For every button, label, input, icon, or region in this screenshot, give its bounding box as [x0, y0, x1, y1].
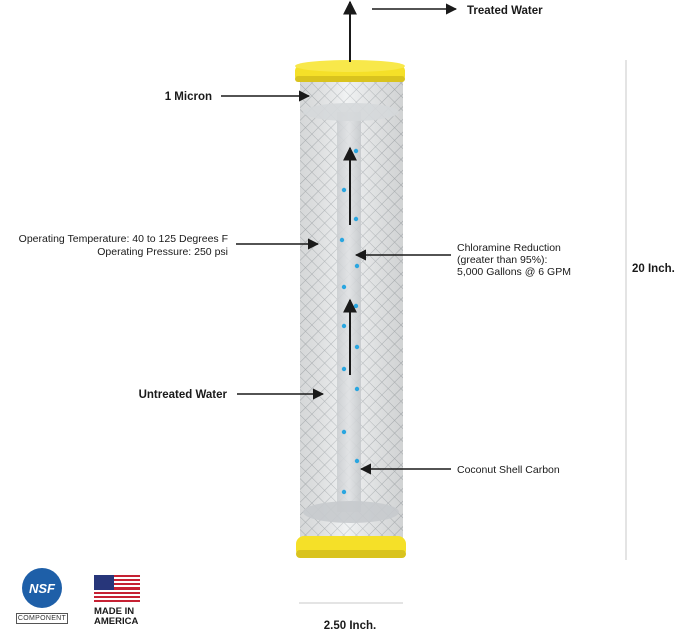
nsf-component-label: COMPONENT	[16, 613, 68, 624]
nsf-logo: NSF	[22, 568, 62, 608]
made-in-line2: AMERICA	[94, 616, 139, 627]
chloramine-line3: 5,000 Gallons @ 6 GPM	[457, 266, 571, 278]
width-label: 2.50 Inch.	[324, 620, 376, 632]
us-flag-icon	[94, 575, 140, 602]
inner-top-ellipse	[303, 103, 399, 121]
made-in-america-badge: MADE IN AMERICA	[94, 575, 154, 627]
coconut-shell-label: Coconut Shell Carbon	[457, 464, 560, 476]
untreated-water-label: Untreated Water	[139, 389, 228, 401]
micron-label: 1 Micron	[165, 91, 212, 103]
operating-temperature-label: Operating Temperature: 40 to 125 Degrees…	[19, 233, 228, 245]
operating-pressure-label: Operating Pressure: 250 psi	[97, 246, 228, 258]
nsf-badge: NSF COMPONENT	[16, 568, 68, 624]
chloramine-line2: (greater than 95%):	[457, 254, 547, 266]
made-in-line1: MADE IN	[94, 606, 135, 617]
inner-bottom-ellipse	[303, 501, 399, 523]
treated-water-label: Treated Water	[467, 5, 543, 17]
chloramine-line1: Chloramine Reduction	[457, 242, 561, 254]
height-label: 20 Inch.	[632, 263, 675, 275]
